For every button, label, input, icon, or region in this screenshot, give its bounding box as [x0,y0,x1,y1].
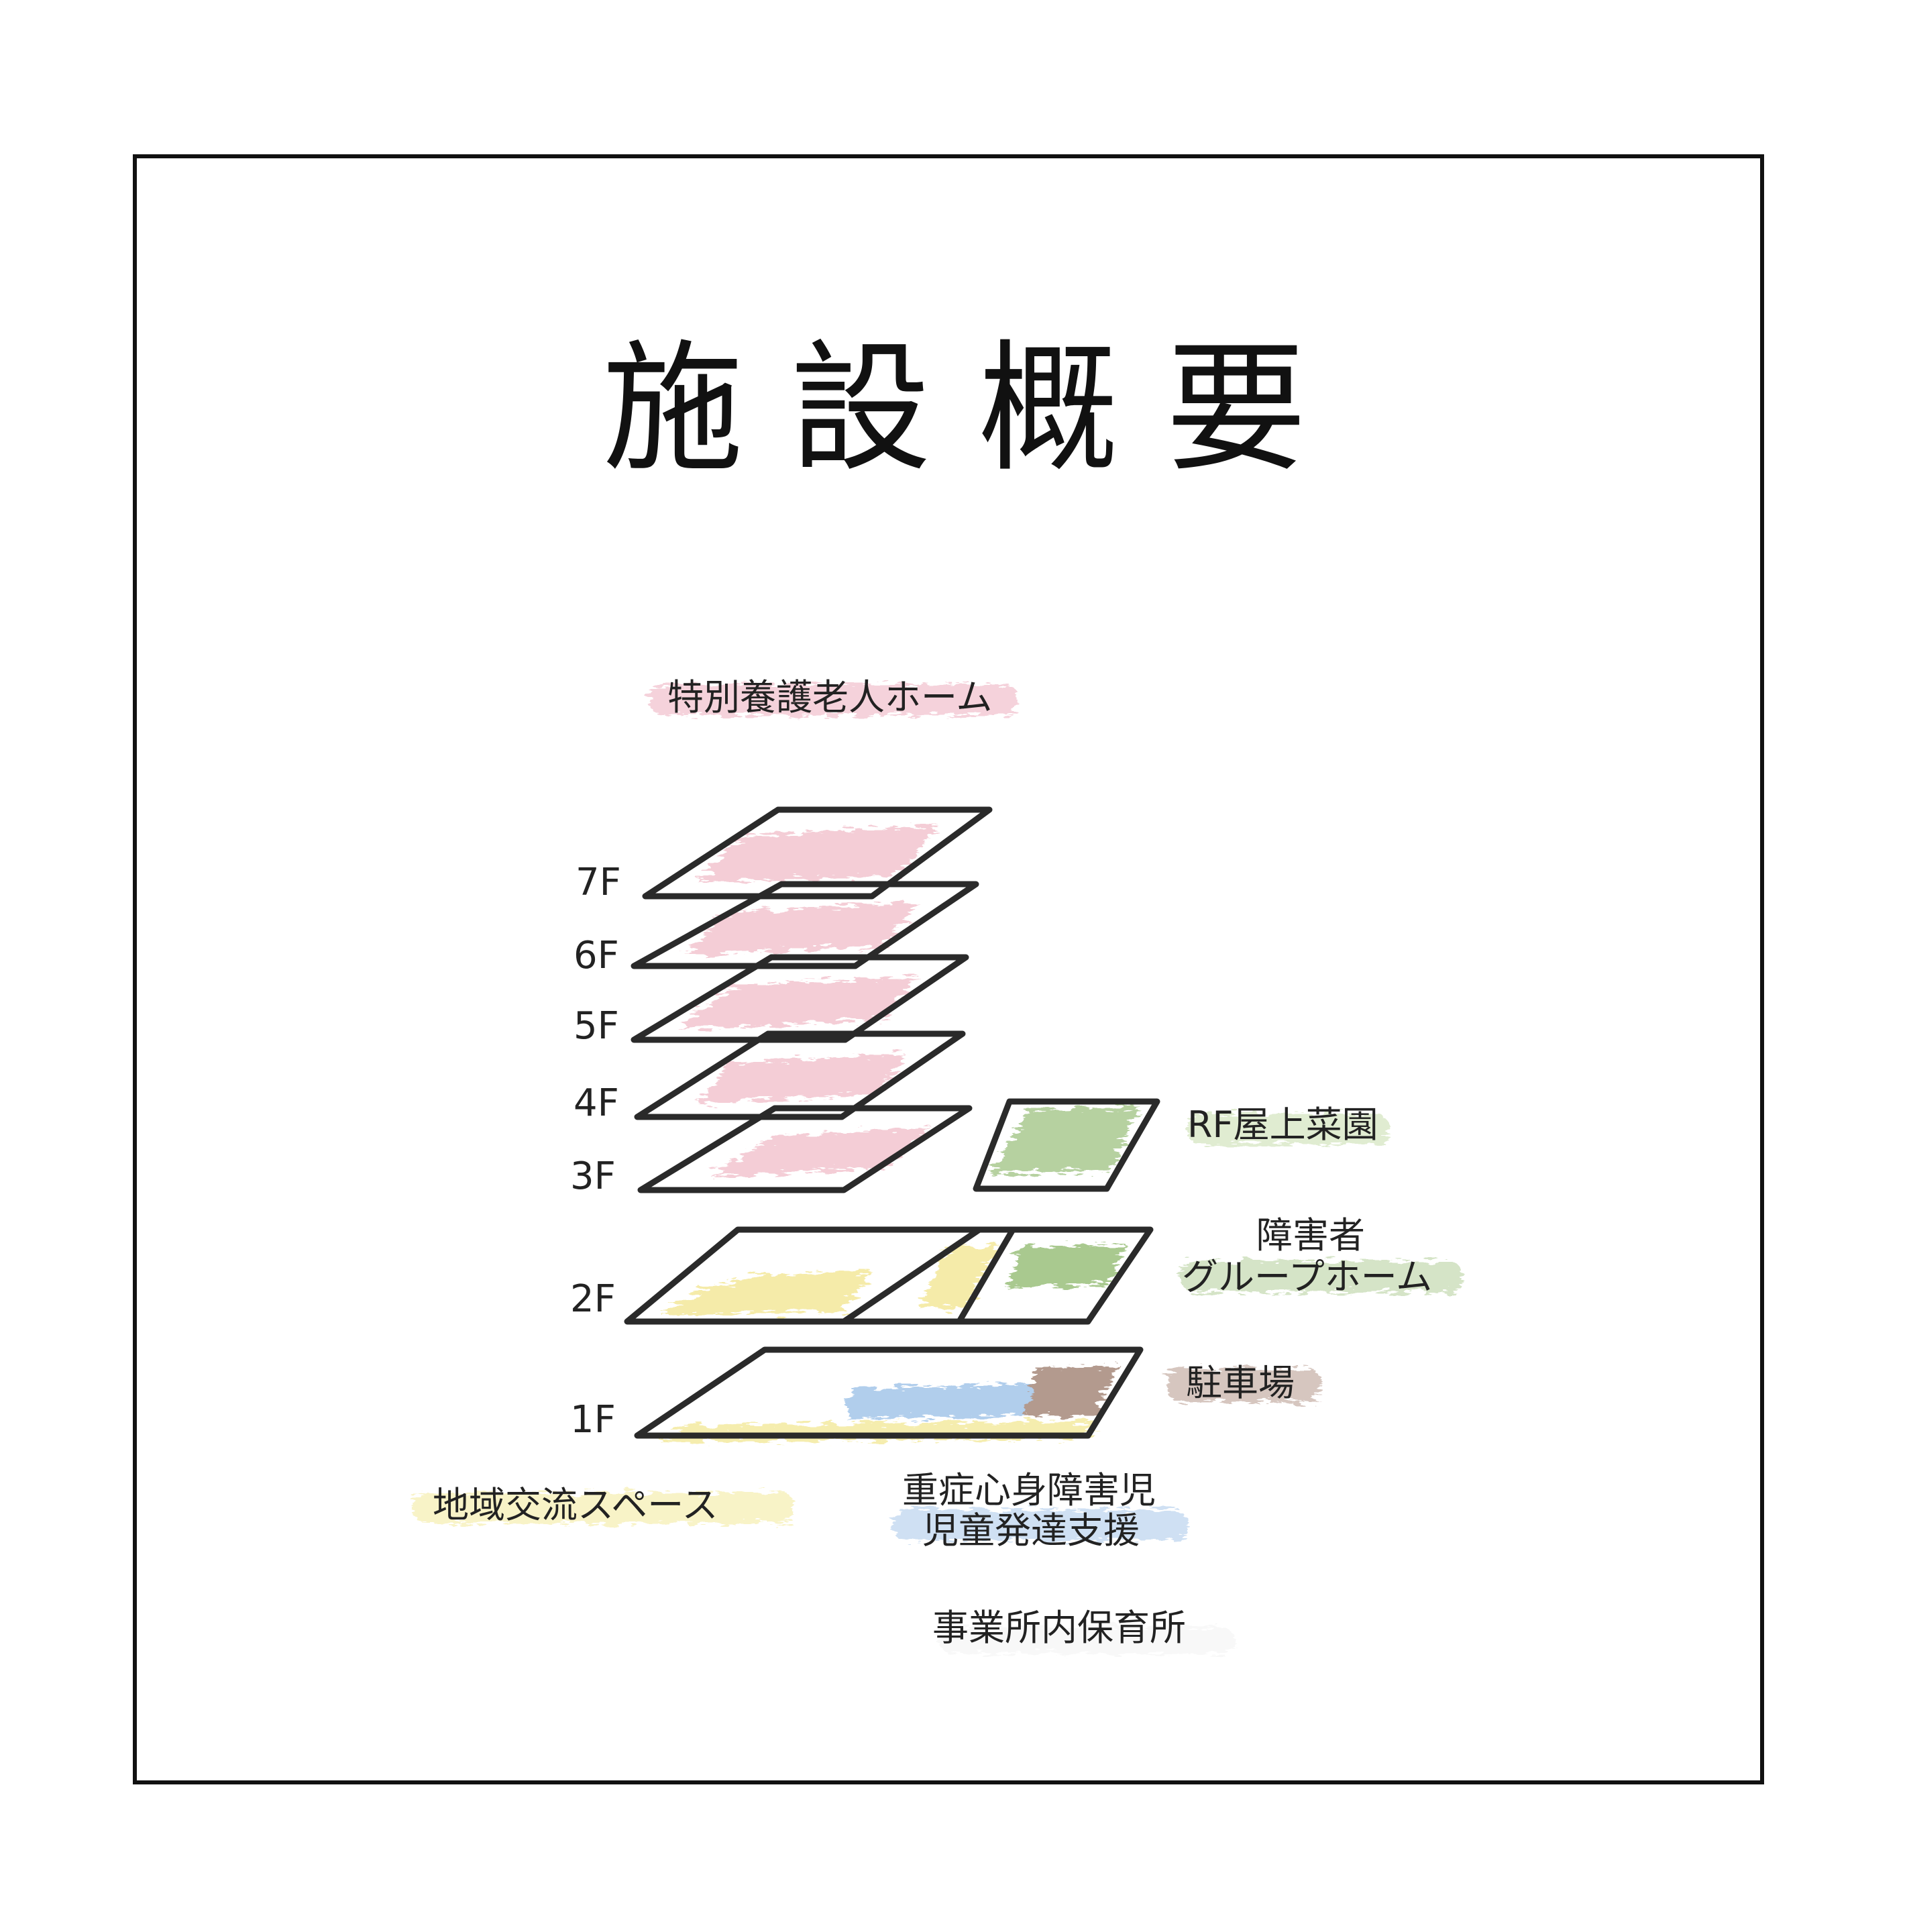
2f-green-fill [1006,1244,1127,1288]
floor-plate-3f [637,1105,973,1193]
label-parking: 駐車場 [1186,1362,1295,1404]
5f-pink-fill [677,976,919,1030]
floor-label-5f: 5F [574,1004,619,1048]
floor-plate-4f [634,1030,966,1120]
floor-label-6f: 6F [574,934,619,977]
floor-label-3f: 3F [570,1155,616,1198]
page-title: 施設概要 [602,327,1354,491]
label-rooftop-garden: RF屋上菜園 [1187,1104,1378,1146]
1f-yellow-fill [661,1421,1100,1442]
7f-pink-fill [698,825,939,882]
label-group-home-line2: グループホーム [1182,1256,1432,1298]
community-label-wash [413,1493,795,1523]
label-community-space: 地域交流スペース [433,1484,718,1526]
parking-label-wash [1167,1368,1321,1402]
rf-green-fill [989,1107,1140,1174]
1f-brown-fill [1023,1365,1120,1415]
nursery-label-wash [939,1627,1234,1654]
6f-pink-fill [684,902,919,956]
3f-pink-fill [711,1127,932,1177]
floor-plate-5f [631,954,969,1043]
nursing-home-label-wash [649,684,1018,715]
label-disability-child-line1: 重症心身障害児 [902,1469,1156,1511]
disability-label-wash [892,1509,1187,1540]
group-home-label-wash [1181,1261,1462,1292]
2f-yellow-fill-mid [919,1244,999,1308]
outer-frame [133,154,1764,1784]
floor-plate-1f [634,1346,1144,1439]
2f-yellow-fill-left [661,1271,872,1315]
label-nursing-home: 特別養護老人ホーム [667,676,992,718]
floor-label-4f: 4F [574,1081,619,1125]
floor-label-1f: 1F [570,1398,616,1442]
floor-label-7f: 7F [576,861,621,904]
2f-divider-right [957,1228,1016,1324]
floor-plate-6f [631,881,979,969]
1f-blue-fill [845,1383,1033,1419]
4f-pink-fill [698,1053,906,1104]
2f-divider-left [842,1227,981,1324]
label-nursery: 事業所内保育所 [932,1607,1186,1649]
floor-label-2f: 2F [570,1277,616,1321]
rooftop-label-wash [1187,1114,1388,1144]
label-group-home-line1: 障害者 [1256,1214,1365,1256]
label-disability-child-line2: 児童発達支援 [922,1509,1140,1552]
floor-plate-rf [973,1098,1160,1192]
floor-plate-7f [642,806,993,900]
